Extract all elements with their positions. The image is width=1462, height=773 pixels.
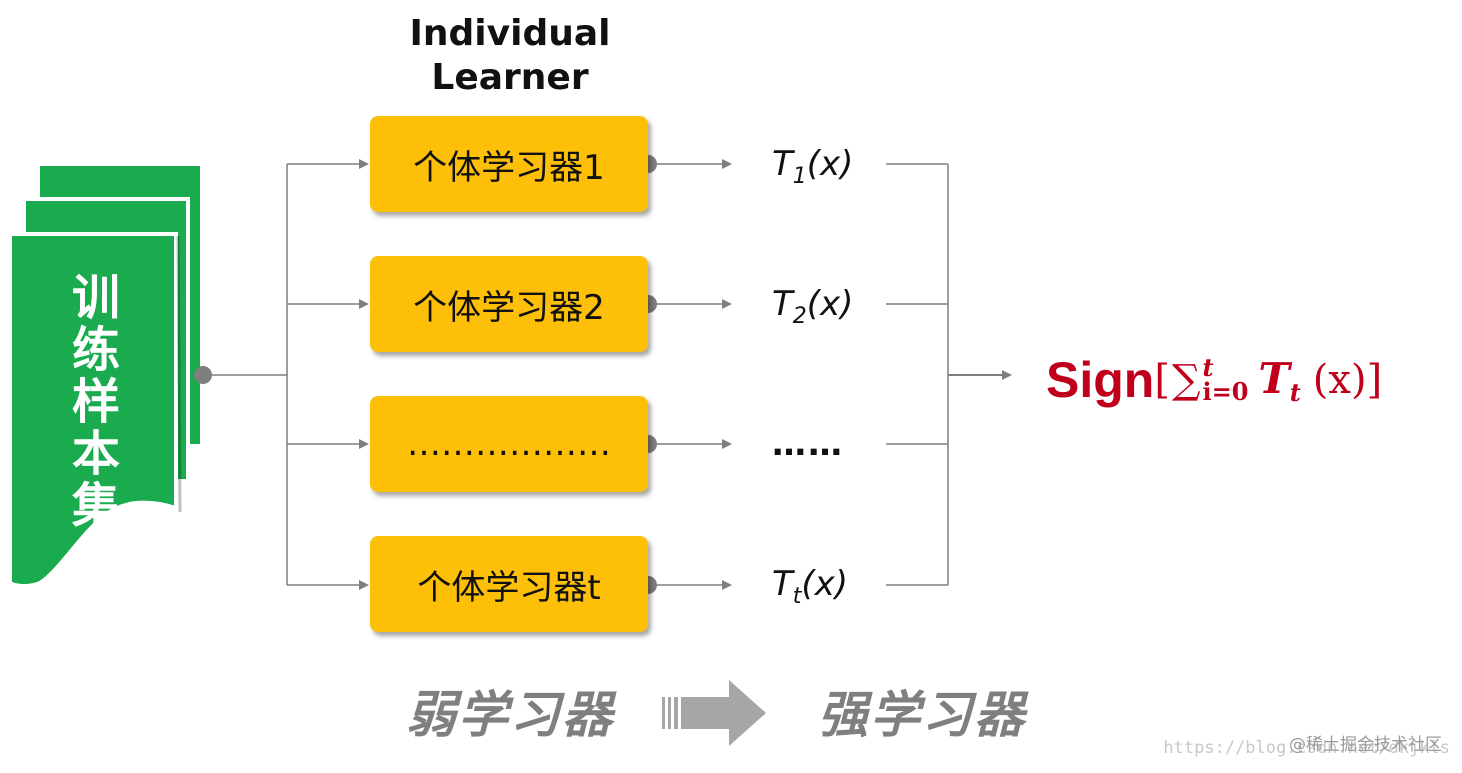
- formula-argument: (x): [1312, 357, 1367, 403]
- arrow-stripe-1: [662, 697, 665, 729]
- output-arg: (x): [801, 564, 849, 604]
- formula-open-bracket: [: [1154, 357, 1170, 403]
- watermark-overlay: @稀土掘金技术社区: [1289, 735, 1442, 755]
- output-subscript: 2: [792, 304, 807, 329]
- formula-sum: ∑ t i=0: [1172, 356, 1249, 404]
- document-front-shadow: [176, 235, 182, 513]
- output-base: T: [772, 144, 793, 184]
- output-subscript: t: [792, 584, 802, 609]
- learner-output-t: Tt(x): [772, 559, 892, 609]
- output-arg: (x): [806, 284, 854, 324]
- term-subscript: t: [1289, 377, 1301, 407]
- training-set-stack: [8, 162, 204, 588]
- training-set-label: 训 练 样 本 集: [66, 272, 126, 532]
- strong-learner-label: 强学习器: [818, 686, 1026, 744]
- sum-lower-limit: i=0: [1202, 377, 1249, 406]
- output-base: T: [772, 564, 793, 604]
- label-char: 集: [71, 478, 120, 534]
- learner-box-1: 个体学习器1: [370, 116, 648, 212]
- output-subscript: 1: [792, 164, 807, 189]
- output-base: T: [772, 284, 793, 324]
- arrow-stripe-3: [674, 697, 678, 729]
- output-arg: (x): [806, 144, 854, 184]
- label-char: 样: [71, 374, 120, 430]
- arrow-stripe-2: [668, 697, 671, 729]
- sum-symbol: ∑: [1171, 357, 1201, 403]
- arrow-body: [681, 697, 731, 729]
- learner-box-t: 个体学习器t: [370, 536, 648, 632]
- formula-sign: Sign: [1046, 352, 1155, 408]
- label-char: 练: [71, 322, 120, 378]
- weak-learner-label: 弱学习器: [406, 686, 614, 744]
- title-line-1: Individual: [409, 13, 611, 54]
- learner-box-ellipsis: ………………: [370, 396, 648, 492]
- learner-output-1: T1(x): [772, 139, 892, 189]
- formula-body: [ ∑ t i=0 Tt (x) ]: [1154, 354, 1382, 407]
- watermark-url: https://blog.csdn.net/dkjkls: [1163, 738, 1450, 758]
- formula-close-bracket: ]: [1366, 357, 1383, 403]
- sum-upper-limit: t: [1202, 353, 1214, 382]
- learner-output-2: T2(x): [772, 279, 892, 329]
- learner-output-ellipsis: ……: [772, 424, 844, 464]
- title-line-2: Learner: [431, 57, 589, 98]
- ensemble-formula: Sign [ ∑ t i=0 Tt (x) ]: [1046, 340, 1382, 420]
- formula-term: Tt: [1258, 354, 1300, 407]
- term-base: T: [1258, 353, 1290, 403]
- learner-box-2: 个体学习器2: [370, 256, 648, 352]
- arrow-head: [729, 680, 766, 746]
- connectors: [194, 155, 1012, 594]
- weak-to-strong-arrow: [662, 680, 766, 746]
- label-char: 训: [71, 270, 120, 326]
- label-char: 本: [71, 426, 120, 482]
- individual-learner-title: Individual Learner: [380, 12, 640, 100]
- sum-limits: t i=0: [1203, 356, 1249, 404]
- document-front: [8, 232, 178, 588]
